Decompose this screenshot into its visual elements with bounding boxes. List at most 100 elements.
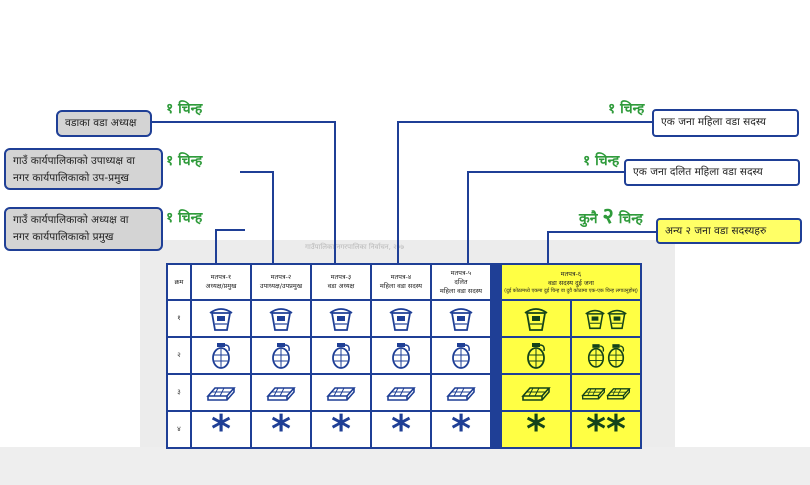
vote-cell[interactable]: * — [250, 410, 312, 449]
tag-other-two-suffix: चिन्ह — [618, 211, 643, 227]
bucket-icon — [389, 307, 413, 331]
bucket-icon — [524, 307, 548, 331]
divider-column — [490, 299, 502, 338]
vote-cell[interactable]: * — [500, 410, 572, 449]
vote-cell[interactable] — [250, 373, 312, 412]
vote-cell[interactable] — [310, 373, 372, 412]
vote-cell[interactable]: ** — [570, 410, 642, 449]
callout-chief: गाउँ कार्यपालिकाको अध्यक्ष वा नगर कार्यप… — [4, 207, 163, 251]
stacked-bundle-icon — [386, 386, 416, 401]
column-1-line2: अध्यक्ष/प्रमुख — [205, 282, 237, 290]
callout-other-two-text: अन्य २ जना वडा सदस्यहरु — [665, 225, 767, 237]
tag-other-two: कुनै २ चिन्ह — [579, 200, 643, 230]
vote-cell[interactable] — [430, 299, 492, 338]
vote-cell[interactable]: * — [370, 410, 432, 449]
tag-ward-chair: १ चिन्ह — [166, 101, 203, 117]
vote-cell[interactable] — [500, 299, 572, 338]
vote-cell[interactable] — [370, 373, 432, 412]
divider-column — [490, 263, 502, 301]
grenade-icon — [607, 343, 625, 368]
divider-column — [490, 410, 502, 449]
row-number: ३ — [166, 373, 192, 412]
column-1-line1: मतपत्र-१ — [210, 273, 232, 281]
table-row: ४ * * * * * * ** — [166, 410, 642, 449]
column-4-line2: महिला वडा सदस्य — [379, 282, 423, 290]
vote-cell[interactable] — [250, 299, 312, 338]
callout-dalit-woman: एक जना दलित महिला वडा सदस्य — [624, 159, 800, 186]
bucket-icon — [329, 307, 353, 331]
vote-cell[interactable] — [370, 299, 432, 338]
column-5-line1: मतपत्र-५ — [450, 268, 472, 277]
callout-deputy: गाउँ कार्यपालिकाको उपाध्यक्ष वा नगर कार्… — [4, 148, 163, 190]
vote-cell[interactable] — [190, 299, 252, 338]
row-number: ४ — [166, 410, 192, 449]
callout-deputy-line2: नगर कार्यपालिकाको उप-प्रमुख — [13, 172, 130, 184]
column-4-line1: मतपत्र-४ — [390, 273, 412, 281]
vote-cell[interactable] — [190, 373, 252, 412]
column-2-line2: उपाध्यक्ष/उपप्रमुख — [259, 282, 303, 290]
vote-cell[interactable] — [250, 336, 312, 375]
vote-cell[interactable] — [500, 336, 572, 375]
stacked-bundle-icon — [266, 386, 296, 401]
stacked-bundle-icon — [581, 387, 606, 400]
vote-cell[interactable] — [310, 336, 372, 375]
bucket-icon — [607, 309, 627, 329]
bucket-icon — [449, 307, 473, 331]
tag-other-two-prefix: कुनै — [579, 211, 598, 227]
star-icon: * — [391, 406, 411, 451]
divider-column — [490, 336, 502, 375]
column-5-line3: महिला वडा सदस्य — [439, 286, 483, 295]
callout-dalit-woman-text: एक जना दलित महिला वडा सदस्य — [633, 166, 763, 178]
vote-cell[interactable]: * — [190, 410, 252, 449]
column-6-instruction: (दुई कोठामध्ये एकमा दुई चिन्ह वा दुवै को… — [504, 287, 638, 294]
grenade-icon — [587, 343, 605, 368]
tag-dalit-woman: १ चिन्ह — [583, 153, 620, 169]
vote-cell[interactable] — [370, 336, 432, 375]
ballot-paper-title: गाउँपालिका/नगरपालिका निर्वाचन, २०७ — [305, 243, 405, 251]
column-header-4: मतपत्र-४ महिला वडा सदस्य — [370, 263, 432, 301]
column-3-line1: मतपत्र-३ — [330, 273, 352, 281]
stacked-bundle-icon — [521, 386, 551, 401]
column-3-line2: वडा अध्यक्ष — [327, 282, 355, 290]
vote-cell[interactable]: * — [310, 410, 372, 449]
callout-ward-chair-text: वडाका वडा अध्यक्ष — [65, 117, 137, 129]
callout-other-two: अन्य २ जना वडा सदस्यहरु — [656, 218, 802, 244]
callout-deputy-line1: गाउँ कार्यपालिकाको उपाध्यक्ष वा — [13, 155, 135, 167]
tag-deputy: १ चिन्ह — [166, 153, 203, 169]
stacked-bundle-icon — [326, 386, 356, 401]
vote-cell[interactable] — [570, 373, 642, 412]
grenade-icon — [212, 342, 230, 369]
vote-cell[interactable] — [190, 336, 252, 375]
grenade-icon — [332, 342, 350, 369]
star-icon: * — [271, 406, 291, 451]
divider-column — [490, 373, 502, 412]
tag-other-two-number: २ — [602, 204, 614, 229]
vote-cell[interactable]: * — [430, 410, 492, 449]
grenade-icon — [452, 342, 470, 369]
vote-cell[interactable] — [500, 373, 572, 412]
tag-woman-member: १ चिन्ह — [608, 101, 645, 117]
stacked-bundle-icon — [606, 387, 631, 400]
table-row: ३ — [166, 373, 642, 412]
ballot-table: क्रम मतपत्र-१ अध्यक्ष/प्रमुख मतपत्र-२ उप… — [166, 263, 642, 449]
vote-cell[interactable] — [570, 336, 642, 375]
vote-cell[interactable] — [310, 299, 372, 338]
grenade-icon — [527, 342, 545, 369]
vote-cell[interactable] — [570, 299, 642, 338]
row-number: २ — [166, 336, 192, 375]
vote-cell[interactable] — [430, 373, 492, 412]
callout-woman-member-text: एक जना महिला वडा सदस्य — [661, 116, 766, 128]
column-header-6: मतपत्र-६ वडा सदस्य दुई जना (दुई कोठामध्य… — [500, 263, 642, 301]
bucket-icon — [269, 307, 293, 331]
stacked-bundle-icon — [446, 386, 476, 401]
callout-ward-chair: वडाका वडा अध्यक्ष — [56, 110, 152, 137]
star-icon: * — [211, 406, 231, 451]
grenade-icon — [392, 342, 410, 369]
row-number: १ — [166, 299, 192, 338]
vote-cell[interactable] — [430, 336, 492, 375]
table-row: २ — [166, 336, 642, 375]
star-icon: * — [586, 406, 606, 451]
callout-chief-line2: नगर कार्यपालिकाको प्रमुख — [13, 231, 114, 243]
corner-header: क्रम — [166, 263, 192, 301]
